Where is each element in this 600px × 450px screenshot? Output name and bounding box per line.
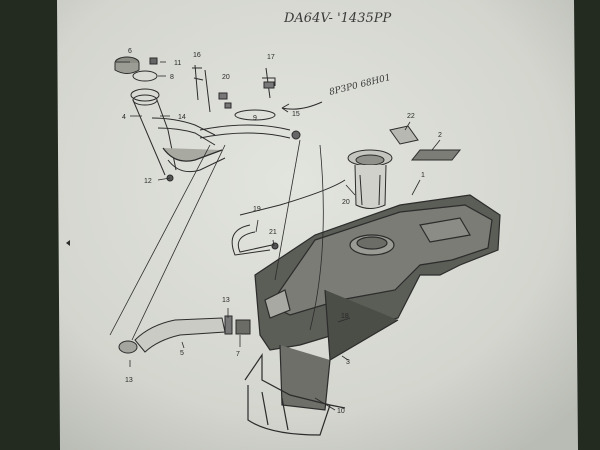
handwritten-header: DA64V- '1435PP bbox=[283, 11, 391, 26]
part-label: 1 bbox=[421, 172, 425, 179]
margin-arrow-marker bbox=[66, 240, 70, 246]
part-label: 21 bbox=[269, 229, 277, 236]
part-label: 13 bbox=[125, 377, 133, 384]
part-label: 8 bbox=[170, 74, 174, 81]
part-label: 3 bbox=[346, 359, 350, 366]
clip-parts bbox=[192, 64, 276, 113]
part-label: 5 bbox=[180, 350, 184, 357]
part-label: 2 bbox=[438, 132, 442, 139]
part-label: 10 bbox=[337, 408, 345, 415]
part-label: 19 bbox=[253, 206, 261, 213]
part-label: 12 bbox=[144, 178, 152, 185]
leader-lines bbox=[109, 61, 441, 411]
vent-tube bbox=[231, 224, 279, 256]
fuel-tank bbox=[254, 194, 501, 411]
part-label: 18 bbox=[341, 313, 349, 320]
vent-hose bbox=[199, 109, 301, 140]
part-label: 7 bbox=[236, 351, 240, 358]
part-label: 22 bbox=[407, 113, 415, 120]
part-label: 20 bbox=[342, 199, 350, 206]
part-label: 14 bbox=[178, 114, 186, 121]
gasket-parts bbox=[389, 125, 462, 161]
part-labels: 6 11 8 4 14 12 16 20 17 9 15 22 2 1 20 1… bbox=[122, 48, 442, 415]
part-label: 13 bbox=[222, 297, 230, 304]
part-label: 4 bbox=[122, 114, 126, 121]
part-label: 6 bbox=[128, 48, 132, 55]
filler-cap-assembly bbox=[114, 56, 226, 182]
paper-sheet bbox=[57, 0, 578, 450]
part-label: 15 bbox=[292, 111, 300, 118]
part-label: 20 bbox=[222, 74, 230, 81]
part-label: 17 bbox=[267, 54, 275, 61]
part-label: 11 bbox=[174, 60, 181, 67]
inlet-hose bbox=[118, 315, 251, 354]
part-label: 9 bbox=[253, 115, 257, 122]
fuel-pump bbox=[239, 149, 393, 216]
tank-protector bbox=[244, 353, 346, 436]
annotation-arrow bbox=[281, 101, 323, 110]
part-label: 16 bbox=[193, 52, 201, 59]
